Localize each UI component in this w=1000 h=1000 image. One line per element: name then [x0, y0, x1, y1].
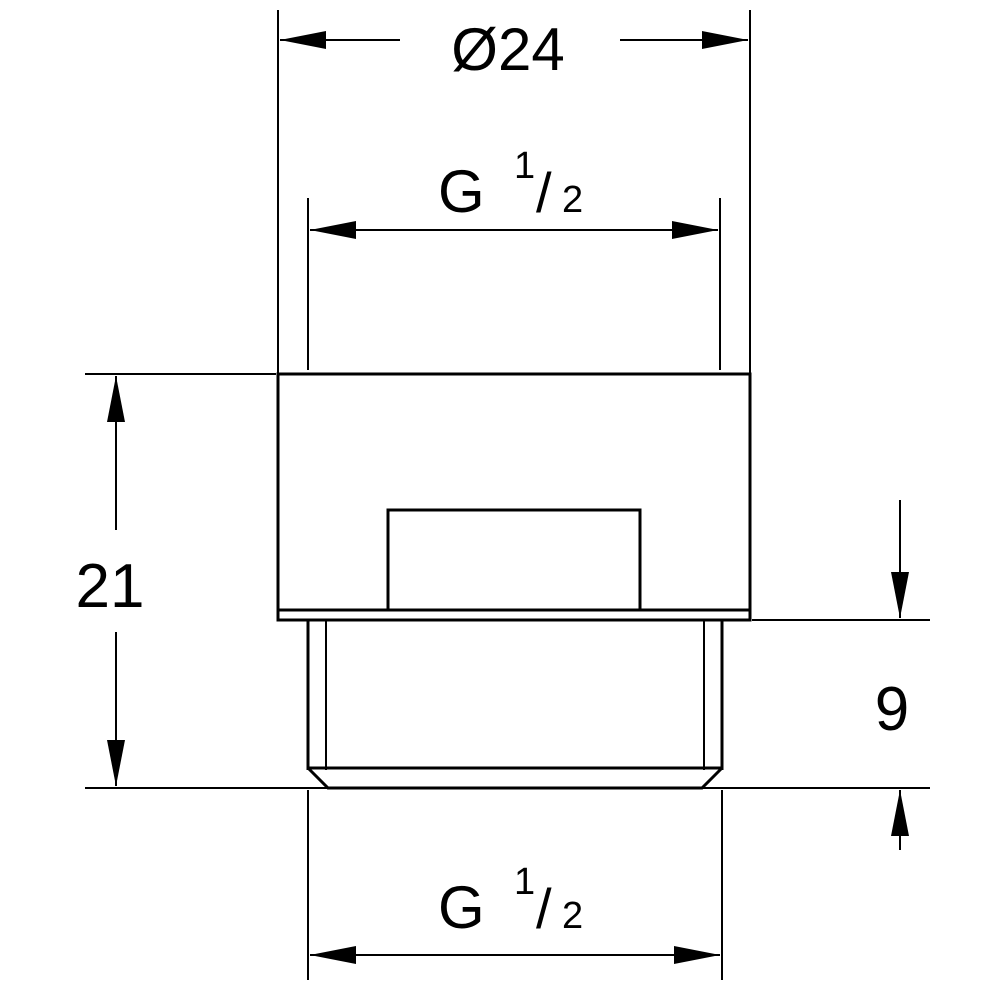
top-thread-slash: /	[536, 161, 552, 224]
overall-height-label: 21	[76, 552, 145, 621]
thread-length-label: 9	[875, 675, 909, 744]
top-thread-numerator: 1	[514, 145, 535, 187]
bottom-thread-slash: /	[536, 877, 552, 940]
bottom-thread-numerator: 1	[514, 861, 535, 903]
bottom-thread-main: G	[438, 874, 485, 941]
top-thread-label: G 1 / 2	[438, 145, 583, 225]
bottom-thread-denominator: 2	[562, 895, 583, 937]
thread-chamfer	[306, 766, 724, 790]
collar-body	[276, 372, 752, 622]
bottom-thread-label: G 1 / 2	[438, 861, 583, 941]
top-thread-main: G	[438, 158, 485, 225]
top-thread-denominator: 2	[562, 179, 583, 221]
outer-diameter-label: Ø24	[451, 16, 564, 83]
collar-recess	[386, 508, 642, 610]
